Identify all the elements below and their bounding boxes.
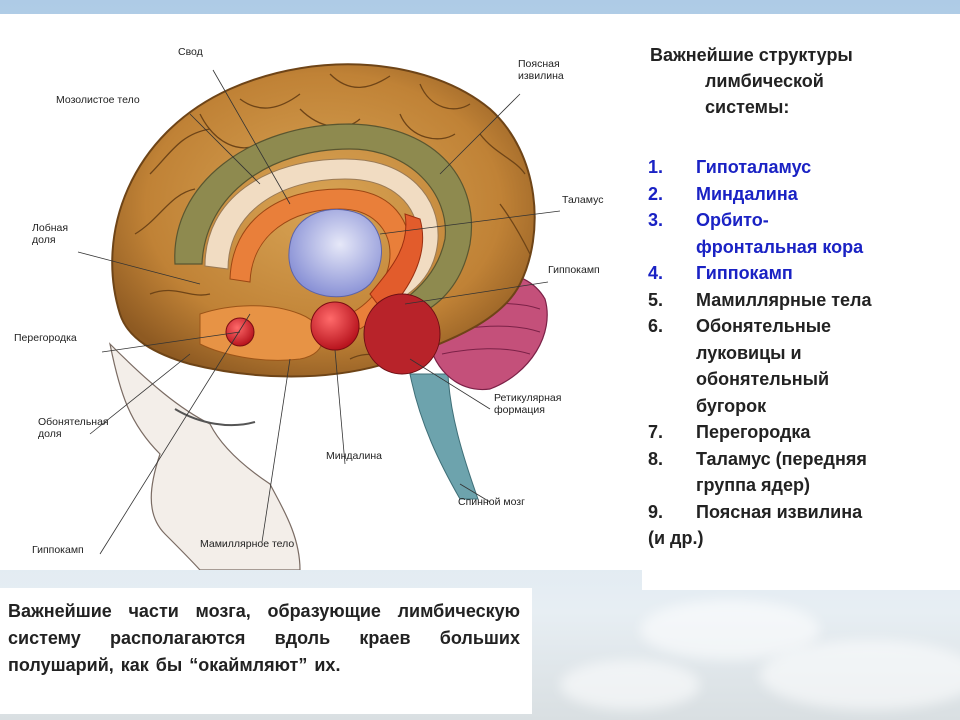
caption-box: Важнейшие части мозга, образующие лимбич… — [0, 588, 532, 714]
list-item-text: Мамиллярные тела — [696, 289, 872, 310]
list-item-text: Миндалина — [696, 183, 798, 204]
list-item-number: 6. — [648, 316, 664, 336]
list-item-number: 7. — [648, 422, 664, 442]
list-item-number: 5. — [648, 289, 664, 310]
thalamus — [288, 209, 382, 298]
list-item: 4. Гиппокамп — [648, 260, 953, 287]
list-title-line: системы: — [705, 97, 790, 117]
cloud — [760, 640, 960, 710]
list-title-line: Важнейшие структуры — [650, 45, 853, 65]
brain-drawing — [77, 63, 561, 570]
list-item: 9. Поясная извилина — [648, 499, 953, 526]
label-obonyatelnaya: Обонятельная доля — [38, 416, 109, 440]
eye-line — [174, 408, 256, 427]
list-item-number: 2. — [648, 183, 664, 204]
label-retikulyarnaya: Ретикулярная формация — [494, 392, 562, 416]
list-title: Важнейшие структуры лимбической системы: — [650, 42, 940, 120]
list-item: 5. Мамиллярные тела — [648, 287, 953, 314]
brainstem-red — [363, 293, 441, 375]
list-tail: (и др.) — [648, 528, 704, 548]
list-item-text: Орбито- фронтальная кора — [696, 210, 864, 257]
label-mozolistoe: Мозолистое тело — [56, 94, 140, 106]
pointer-lines — [77, 69, 561, 555]
list-item-text: Гиппокамп — [696, 263, 793, 283]
list-title-line: лимбической — [705, 71, 824, 91]
list-item-number: 1. — [648, 157, 664, 177]
structures-list-panel: Важнейшие структуры лимбической системы:… — [642, 14, 960, 590]
list-item-text: Таламус (передняя группа ядер) — [696, 448, 867, 496]
list-item: 3. Орбито- фронтальная кора — [648, 207, 953, 260]
label-talamus: Таламус — [562, 194, 604, 206]
label-spinnoy: Спинной мозг — [458, 496, 525, 508]
brain-illustration: Свод Поясная извилина Мозолистое тело Та… — [0, 14, 642, 570]
spinal-cord — [409, 373, 479, 500]
list-item: 6. Обонятельные луковицы и обонятельный … — [648, 313, 953, 419]
label-lobnaya: Лобная доля — [32, 222, 69, 246]
list-item-number: 3. — [648, 210, 664, 230]
label-mindalina: Миндалина — [326, 450, 383, 462]
list-item: 2. Миндалина — [648, 181, 953, 208]
list-item: 7. Перегородка — [648, 419, 953, 446]
list-item-number: 8. — [648, 448, 664, 469]
list-item: 8. Таламус (передняя группа ядер) — [648, 446, 953, 499]
amygdala — [310, 301, 360, 351]
list-item-text: Гипоталамус — [696, 157, 812, 177]
label-mamillyarnoe: Мамиллярное тело — [200, 538, 295, 550]
list-item-number: 4. — [648, 263, 664, 283]
label-gippokamp-right: Гиппокамп — [548, 264, 600, 276]
list-item-text: Обонятельные луковицы и обонятельный буг… — [696, 316, 832, 416]
caption-text: Важнейшие части мозга, образующие лимбич… — [8, 601, 520, 675]
label-poyasnaya: Поясная извилина — [518, 58, 564, 82]
face-profile — [109, 342, 301, 570]
label-peregorodka: Перегородка — [14, 332, 77, 344]
list-item-text: Перегородка — [696, 422, 811, 442]
list-item-text: Поясная извилина — [696, 501, 863, 522]
label-svod: Свод — [178, 46, 203, 58]
list-item-number: 9. — [648, 501, 664, 522]
list-item: 1. Гипоталамус — [648, 154, 953, 181]
label-gippokamp-bottom: Гиппокамп — [32, 544, 84, 556]
cloud — [560, 660, 700, 710]
structures-list: 1. Гипоталамус 2. Миндалина 3. Орбито- ф… — [648, 154, 953, 551]
